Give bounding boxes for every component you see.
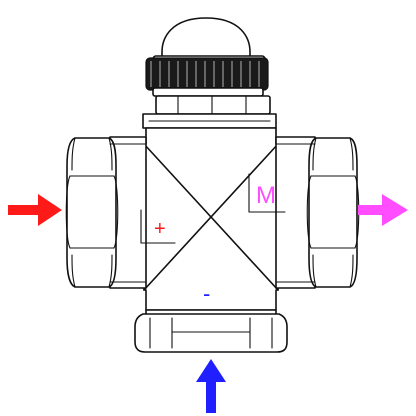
knurl-ridge [258,61,260,87]
knurl-pattern [150,61,260,87]
left-inlet-arrow [8,194,62,226]
knurl-ridge [240,61,242,87]
knurl-ridge [213,61,215,87]
knurl-ridge [150,61,152,87]
plus-marker: + [140,209,176,244]
upper-collar [142,113,277,129]
knurl-ridge [168,61,170,87]
knurl-ridge [159,61,161,87]
plus-label: + [154,218,166,240]
mix-marker: M [248,173,286,213]
top-nut [155,95,271,115]
knurl-ridge [204,61,206,87]
left-port [65,136,147,289]
right-port [275,136,360,289]
knurl-ridge [222,61,224,87]
knurled-knob [145,57,269,97]
knurl-ridge [186,61,188,87]
right-outlet-arrow [358,194,408,226]
bottom-inlet-arrow [196,359,226,413]
bottom-port [134,309,288,353]
knurl-ridge [195,61,197,87]
minus-marker: - [203,281,210,306]
knurl-ridge [177,61,179,87]
minus-label: - [203,281,210,306]
knurl-ridge [231,61,233,87]
mix-label: M [256,182,276,209]
knurl-ridge [249,61,251,87]
